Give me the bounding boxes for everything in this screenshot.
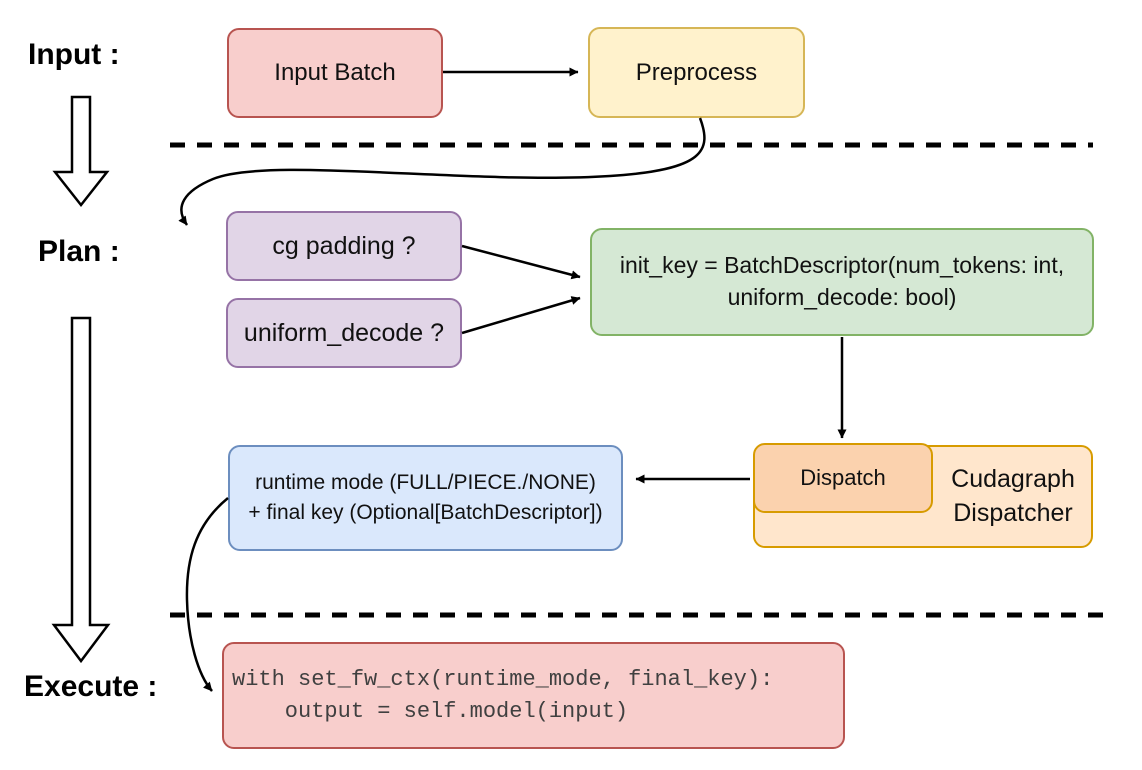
execute-code-line1: with set_fw_ctx(runtime_mode, final_key)… xyxy=(232,666,774,692)
init-key-node: init_key = BatchDescriptor(num_tokens: i… xyxy=(590,228,1094,336)
phase-label-execute: Execute : xyxy=(24,670,158,703)
arrow-cg-padding-to-init-key xyxy=(461,244,581,280)
execute-code-line2: output = self.model(input) xyxy=(232,698,629,724)
phase-label-plan: Plan : xyxy=(38,235,120,268)
uniform-decode-node: uniform_decode ? xyxy=(226,298,462,368)
init-key-line2: uniform_decode: bool) xyxy=(727,284,957,310)
cudagraph-dispatcher-line1: Cudagraph xyxy=(951,464,1075,493)
dispatch-label: Dispatch xyxy=(800,465,886,491)
uniform-decode-label: uniform_decode ? xyxy=(243,318,445,347)
cudagraph-dispatcher-label: Cudagraph Dispatcher xyxy=(935,447,1091,546)
cg-padding-label: cg padding ? xyxy=(272,231,416,260)
init-key-line1: init_key = BatchDescriptor(num_tokens: i… xyxy=(619,252,1065,279)
cg-padding-node: cg padding ? xyxy=(226,211,462,281)
preprocess-label: Preprocess xyxy=(635,58,758,86)
runtime-mode-line2: + final key (Optional[BatchDescriptor]) xyxy=(248,501,603,524)
preprocess-node: Preprocess xyxy=(588,27,805,118)
cudagraph-dispatcher-line2: Dispatcher xyxy=(953,498,1073,527)
phase-arrow-input-to-plan xyxy=(52,95,110,208)
input-batch-node: Input Batch xyxy=(227,28,443,118)
phase-arrow-plan-to-execute xyxy=(51,316,111,664)
phase-label-input: Input : xyxy=(28,38,120,71)
arrow-preprocess-to-cg-padding xyxy=(178,117,706,226)
runtime-mode-node: runtime mode (FULL/PIECE./NONE) + final … xyxy=(228,445,623,551)
execute-code-node: with set_fw_ctx(runtime_mode, final_key)… xyxy=(222,642,845,749)
arrow-uniform-decode-to-init-key xyxy=(461,296,581,335)
input-batch-label: Input Batch xyxy=(274,59,396,87)
runtime-mode-line1: runtime mode (FULL/PIECE./NONE) xyxy=(255,470,596,494)
dispatch-node: Dispatch xyxy=(753,443,933,513)
